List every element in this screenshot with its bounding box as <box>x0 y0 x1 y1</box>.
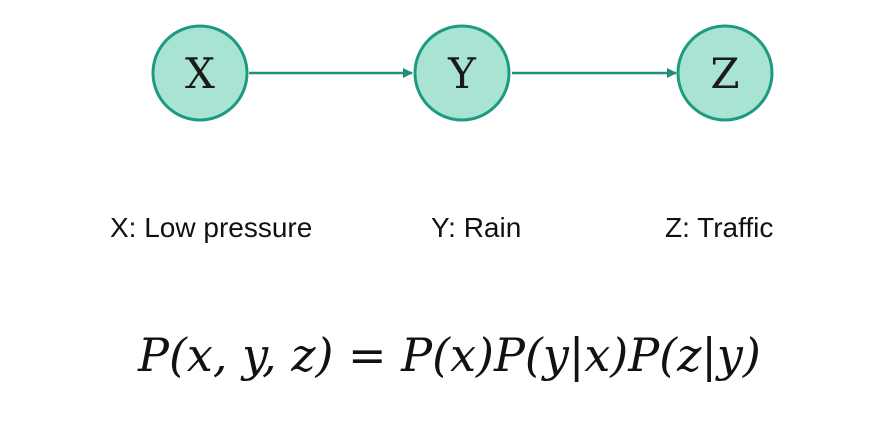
caption-z: Z: Traffic <box>665 212 774 243</box>
node-x-label: X <box>185 49 215 98</box>
caption-x: X: Low pressure <box>110 212 313 243</box>
node-y-circle <box>413 24 511 122</box>
joint-probability-formula: P(x, y, z) = P(x)P(y|x)P(z|y) <box>138 328 761 382</box>
node-z-label: Z <box>710 49 739 98</box>
caption-y: Y: Rain <box>431 212 522 243</box>
node-z: Z <box>676 24 774 122</box>
node-y-label: Y <box>447 49 477 98</box>
node-y: Y <box>413 24 511 122</box>
node-x-circle <box>151 24 249 122</box>
node-x: X <box>151 24 249 122</box>
node-z-circle <box>676 24 774 122</box>
bayesian-network-diagram: X Y Z <box>151 24 774 122</box>
